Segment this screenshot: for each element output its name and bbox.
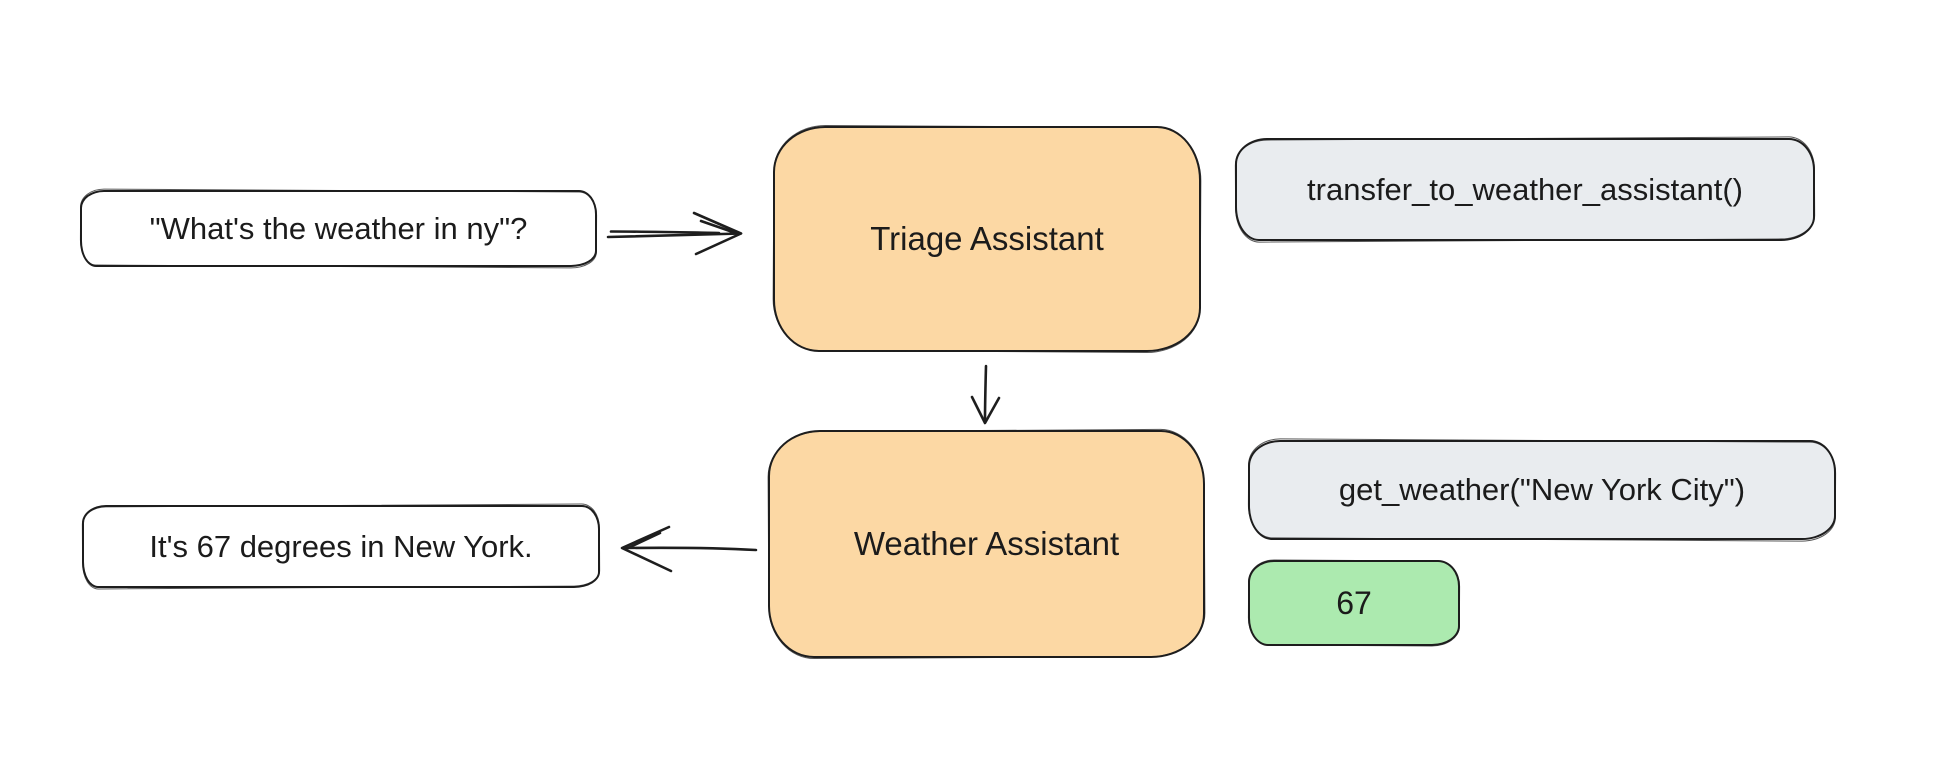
tool-result-label: 67 (1336, 584, 1372, 621)
user-message-box: "What's the weather in ny"? (80, 190, 597, 267)
weather-assistant-label: Weather Assistant (853, 525, 1120, 563)
triage-assistant-label: Triage Assistant (870, 220, 1104, 258)
arrow-triage-to-weather (970, 364, 1001, 425)
assistant-message-box: It's 67 degrees in New York. (82, 505, 600, 588)
triage-assistant-node: Triage Assistant (773, 126, 1201, 352)
arrow-weather-to-reply (620, 525, 758, 573)
transfer-tool-call-label: transfer_to_weather_assistant() (1307, 171, 1743, 207)
assistant-message-label: It's 67 degrees in New York. (149, 528, 533, 564)
tool-result-box: 67 (1248, 560, 1460, 646)
get-weather-tool-call-box: get_weather("New York City") (1248, 440, 1836, 540)
transfer-tool-call-box: transfer_to_weather_assistant() (1235, 138, 1815, 241)
user-message-label: "What's the weather in ny"? (149, 210, 528, 246)
weather-assistant-node: Weather Assistant (768, 430, 1205, 658)
arrow-user-to-triage (606, 211, 743, 256)
get-weather-tool-call-label: get_weather("New York City") (1338, 472, 1746, 508)
